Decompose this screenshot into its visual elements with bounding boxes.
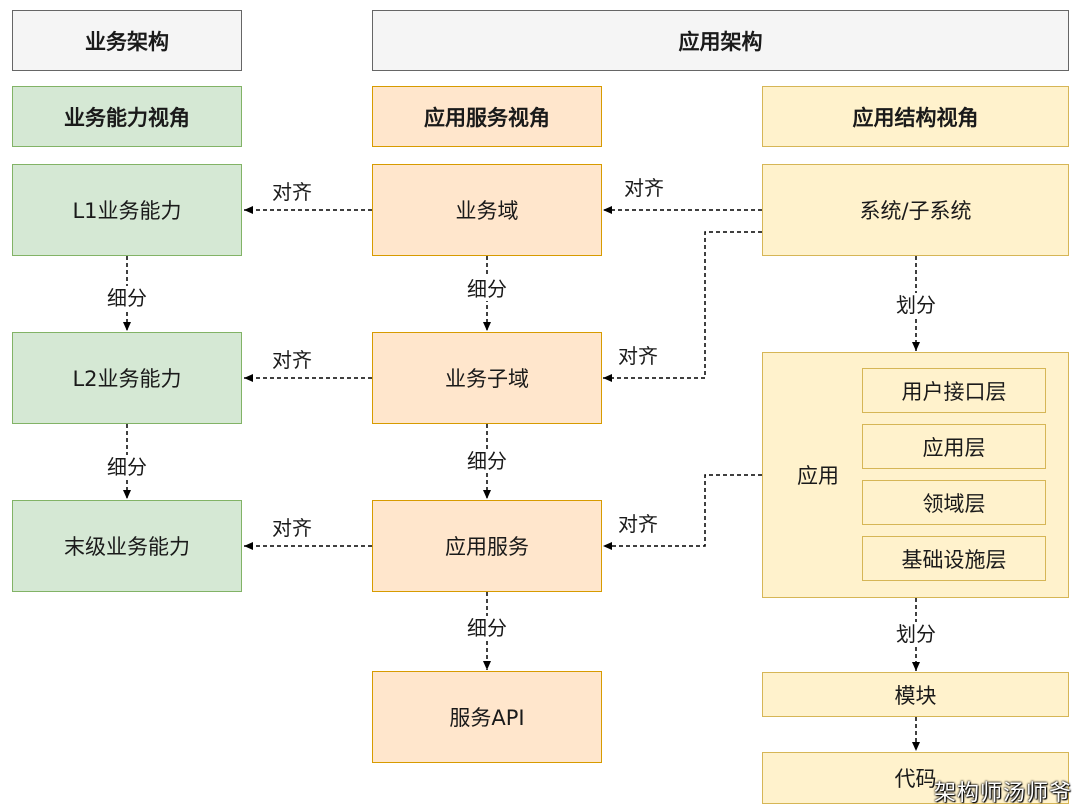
l2-capability-label: L2业务能力 [72, 367, 182, 391]
divide-label-system: 划分 [894, 293, 938, 317]
module-node: 模块 [762, 672, 1069, 717]
service-api-node: 服务API [372, 671, 602, 763]
business-subdomain-label: 业务子域 [445, 367, 529, 391]
layer-domain-label: 领域层 [922, 491, 986, 516]
layer-user-interface: 用户接口层 [862, 368, 1046, 413]
service-api-label: 服务API [449, 706, 525, 730]
align-label-service: 对齐 [616, 512, 660, 536]
system-subsystem-node: 系统/子系统 [762, 164, 1069, 256]
application-label: 应用 [797, 464, 839, 488]
edge-system-to-subdomain [603, 231, 762, 382]
refine-label-l1-l2: 细分 [105, 286, 149, 310]
layer-infrastructure: 基础设施层 [862, 536, 1046, 581]
business-domain-node: 业务域 [372, 164, 602, 256]
application-service-label: 应用服务 [445, 535, 529, 559]
application-structure-view: 应用结构视角 [762, 86, 1069, 147]
refine-label-l2-leaf: 细分 [105, 455, 149, 479]
application-architecture-header: 应用架构 [372, 10, 1069, 71]
application-service-node: 应用服务 [372, 500, 602, 592]
application-service-view-label: 应用服务视角 [424, 105, 550, 130]
align-label-system: 对齐 [622, 176, 666, 200]
layer-application-label: 应用层 [922, 435, 986, 460]
layer-application: 应用层 [862, 424, 1046, 469]
layer-domain: 领域层 [862, 480, 1046, 525]
business-architecture-title: 业务架构 [85, 29, 169, 54]
application-structure-view-label: 应用结构视角 [852, 105, 979, 130]
align-label-l1: 对齐 [270, 180, 314, 204]
align-label-leaf: 对齐 [270, 516, 314, 540]
business-capability-view-label: 业务能力视角 [64, 105, 190, 130]
l2-capability-node: L2业务能力 [12, 332, 242, 424]
module-label: 模块 [894, 683, 937, 708]
edge-application-to-service [603, 474, 762, 550]
l1-capability-label: L1业务能力 [72, 199, 182, 223]
watermark: 架构师汤师爷 [933, 781, 1072, 806]
leaf-capability-label: 末级业务能力 [64, 535, 190, 559]
code-node: 代码 [762, 752, 1069, 804]
system-subsystem-label: 系统/子系统 [859, 199, 972, 223]
business-capability-view: 业务能力视角 [12, 86, 242, 147]
application-service-view: 应用服务视角 [372, 86, 602, 147]
align-label-l2: 对齐 [270, 348, 314, 372]
refine-label-domain: 细分 [465, 277, 509, 301]
application-architecture-title: 应用架构 [678, 29, 763, 54]
business-domain-label: 业务域 [455, 199, 519, 223]
leaf-capability-node: 末级业务能力 [12, 500, 242, 592]
refine-label-service: 细分 [465, 616, 509, 640]
layer-user-interface-label: 用户接口层 [901, 379, 1007, 404]
divide-label-application: 划分 [894, 622, 938, 646]
align-label-subdomain: 对齐 [616, 344, 660, 368]
business-subdomain-node: 业务子域 [372, 332, 602, 424]
business-architecture-header: 业务架构 [12, 10, 242, 71]
l1-capability-node: L1业务能力 [12, 164, 242, 256]
code-label: 代码 [894, 767, 937, 791]
refine-label-subdomain: 细分 [465, 449, 509, 473]
layer-infrastructure-label: 基础设施层 [901, 547, 1007, 572]
